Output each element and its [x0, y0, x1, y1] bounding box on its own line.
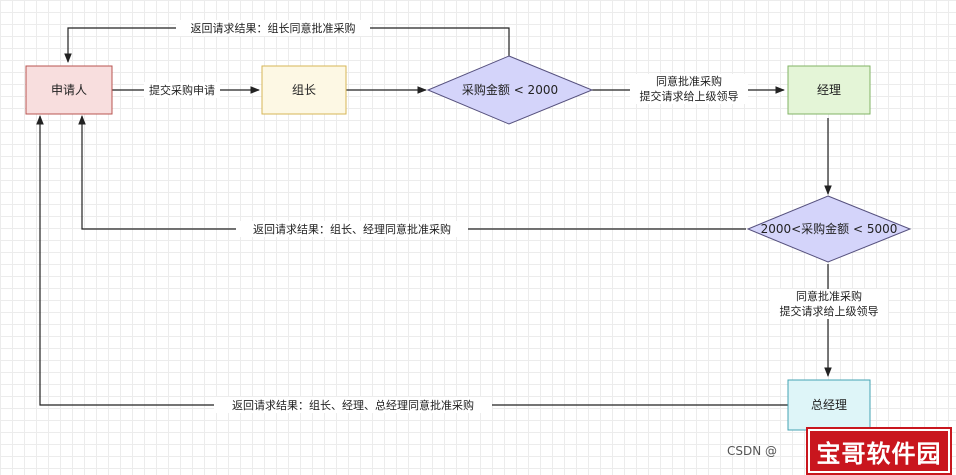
- node-team-lead: 组长: [261, 65, 347, 115]
- edge-return3-label: 返回请求结果：组长、经理、总经理同意批准采购: [232, 398, 474, 412]
- node-condition-1-label: 采购金额 < 2000: [462, 82, 558, 97]
- edge-approve2-line1: 同意批准采购: [796, 289, 862, 303]
- node-condition-2: 2000<采购金额 < 5000: [746, 195, 912, 263]
- edge-cond1-to-manager: 同意批准采购 提交请求给上级领导: [592, 74, 785, 104]
- site-watermark-stamp: 宝哥软件园: [806, 427, 952, 475]
- node-manager-label: 经理: [817, 83, 841, 97]
- node-condition-1: 采购金额 < 2000: [426, 55, 594, 125]
- node-applicant-label: 申请人: [51, 83, 87, 97]
- edge-approve2-line2: 提交请求给上级领导: [780, 304, 879, 318]
- node-applicant: 申请人: [25, 65, 113, 115]
- edge-submit: 提交采购申请: [112, 82, 260, 98]
- edge-return3: 返回请求结果：组长、经理、总经理同意批准采购: [36, 115, 788, 413]
- edge-cond2-to-gm: 同意批准采购 提交请求给上级领导: [770, 264, 888, 377]
- node-condition-2-label: 2000<采购金额 < 5000: [761, 221, 898, 236]
- edge-approve1-line2: 提交请求给上级领导: [640, 89, 739, 103]
- edge-return2: 返回请求结果：组长、经理同意批准采购: [78, 115, 746, 237]
- edge-return2-label: 返回请求结果：组长、经理同意批准采购: [253, 222, 451, 236]
- edge-return1: 返回请求结果：组长同意批准采购: [64, 20, 510, 63]
- node-general-manager: 总经理: [787, 379, 871, 431]
- node-general-manager-label: 总经理: [811, 398, 847, 412]
- edge-submit-label: 提交采购申请: [149, 83, 215, 97]
- csdn-watermark: CSDN @: [727, 444, 778, 458]
- node-manager: 经理: [787, 65, 871, 115]
- edge-return1-label: 返回请求结果：组长同意批准采购: [191, 21, 356, 35]
- edge-approve1-line1: 同意批准采购: [656, 74, 722, 88]
- node-team-lead-label: 组长: [292, 83, 316, 97]
